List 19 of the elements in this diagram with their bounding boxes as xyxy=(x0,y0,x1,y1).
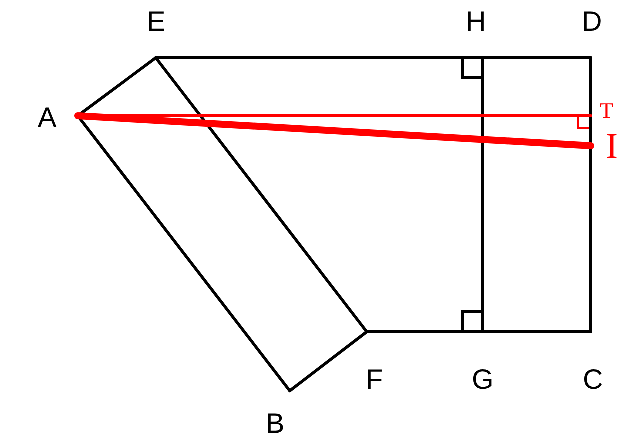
line-segment xyxy=(482,56,484,334)
point-label: C xyxy=(583,366,604,394)
line-segment xyxy=(154,56,484,60)
point-label: D xyxy=(582,8,602,36)
line-segment xyxy=(482,56,592,60)
line-segment xyxy=(590,56,592,334)
line-segment xyxy=(154,56,368,334)
line-segment xyxy=(288,330,368,392)
marker-label: I xyxy=(606,128,618,164)
line-segment xyxy=(366,330,484,334)
point-label: A xyxy=(38,104,57,132)
point-label: B xyxy=(266,410,285,438)
line-segment xyxy=(74,112,594,150)
point-label: H xyxy=(466,8,486,36)
point-label: E xyxy=(147,8,166,36)
point-label: F xyxy=(366,366,384,394)
point-label: G xyxy=(472,366,494,394)
line-segment xyxy=(482,330,592,334)
marker-label: T xyxy=(600,100,614,122)
